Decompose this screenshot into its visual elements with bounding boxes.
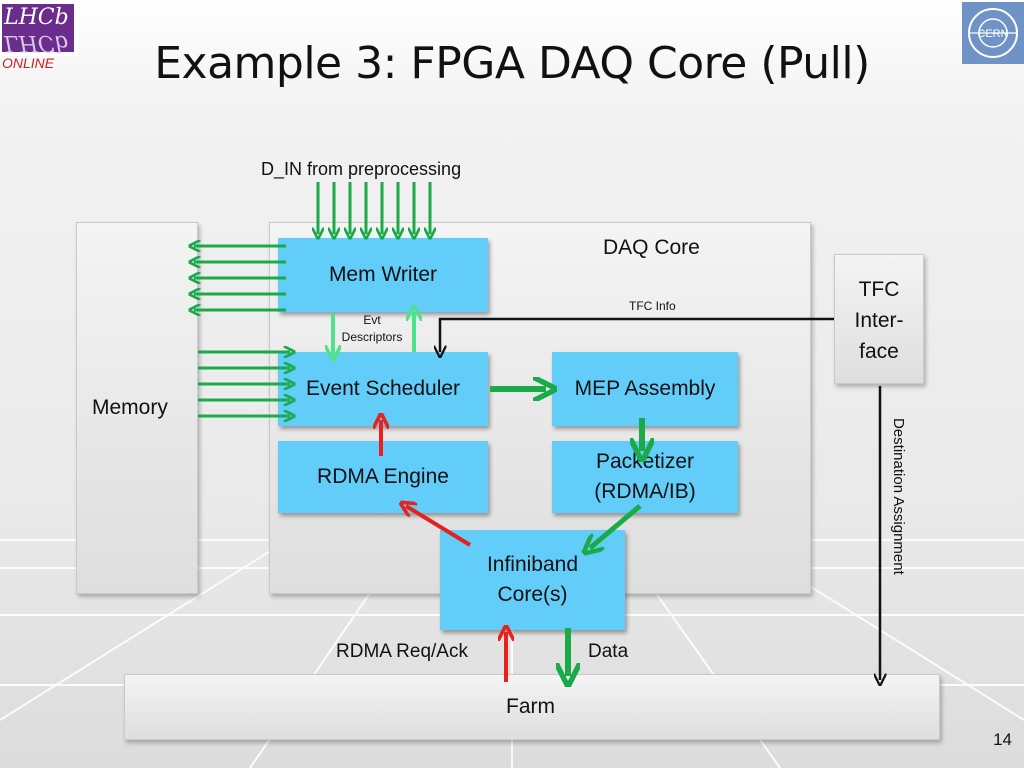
svg-text:ONLINE: ONLINE — [2, 55, 55, 71]
svg-text:CERN: CERN — [977, 28, 1008, 40]
cern-logo: CERN — [962, 2, 1024, 64]
memory-to-scheduler-arrows — [198, 352, 290, 416]
memory-label: Memory — [92, 396, 168, 419]
event-scheduler-box: Event Scheduler — [278, 352, 488, 426]
page-number: 14 — [993, 730, 1012, 749]
infiniband-to-rdma-engine-arrow — [406, 506, 472, 547]
farm-box — [124, 674, 940, 740]
tfc-info-arrow — [440, 317, 834, 352]
rdma-req-ack-label: RDMA Req/Ack — [336, 641, 468, 662]
input-label: D_IN from preprocessing — [261, 159, 462, 179]
mep-assembly-box: MEP Assembly — [552, 352, 738, 426]
mem-writer-box: Mem Writer — [278, 238, 488, 312]
destination-assignment-label: Destination Assignment — [890, 418, 907, 575]
evt-descriptor-arrows — [333, 312, 414, 354]
event-scheduler-label: Event Scheduler — [305, 377, 461, 400]
data-input-arrows — [318, 182, 430, 234]
mep-assembly-label: MEP Assembly — [574, 377, 716, 400]
tfc-info-label: TFC Info — [629, 299, 676, 313]
data-label: Data — [588, 641, 629, 662]
mem-writer-to-memory-arrows — [194, 246, 286, 310]
memory-box — [76, 222, 198, 594]
lhcb-online-logo: LHCb LHCb ONLINE — [0, 0, 78, 71]
rdma-engine-label: RDMA Engine — [317, 465, 449, 488]
slide-title: Example 3: FPGA DAQ Core (Pull) — [154, 38, 870, 89]
farm-label: Farm — [506, 695, 555, 718]
tfc-interface-box — [834, 254, 924, 384]
packetizer-to-infiniband-arrow — [590, 504, 642, 548]
svg-text:LHCb: LHCb — [3, 5, 69, 30]
svg-text:LHCb: LHCb — [3, 30, 69, 55]
mem-writer-label: Mem Writer — [328, 263, 438, 286]
daq-core-label: DAQ Core — [603, 236, 700, 259]
